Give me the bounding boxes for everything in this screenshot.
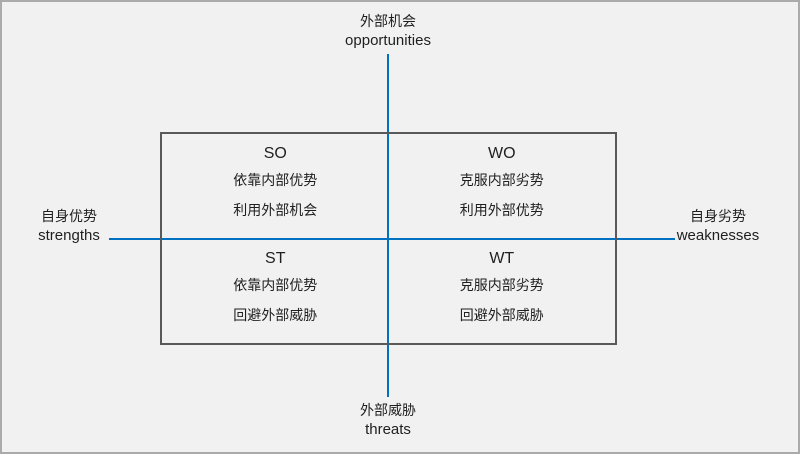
axis-label-threats: 外部威胁 threats <box>308 400 468 439</box>
quadrant-title: SO <box>263 145 287 162</box>
vertical-axis-line <box>387 54 389 397</box>
quadrant-st: ST 依靠内部优势 回避外部威胁 <box>162 239 389 344</box>
axis-label-zh: 外部威胁 <box>360 402 416 418</box>
quadrant-strategy-line: 依靠内部优势 <box>233 276 318 293</box>
quadrant-strategy-line: 利用外部优势 <box>459 202 544 218</box>
quadrant-strategy-line: 利用外部机会 <box>233 202 318 218</box>
swot-matrix-box: SO 依靠内部优势 利用外部机会 WO 克服内部劣势 利用外部优势 ST 依靠内… <box>160 132 617 345</box>
axis-label-en: threats <box>365 421 411 438</box>
axis-label-zh: 自身优势 <box>41 208 97 224</box>
quadrant-strategy-line: 克服内部劣势 <box>459 276 544 293</box>
axis-label-en: opportunities <box>345 32 431 49</box>
axis-label-zh: 外部机会 <box>360 13 416 29</box>
axis-label-strengths: 自身优势 strengths <box>24 206 114 245</box>
quadrant-wt: WT 克服内部劣势 回避外部威胁 <box>389 239 616 344</box>
quadrant-strategy-line: 回避外部威胁 <box>459 306 544 323</box>
axis-label-en: weaknesses <box>676 227 760 244</box>
horizontal-axis-line <box>109 238 675 240</box>
quadrant-title: WO <box>487 145 516 162</box>
axis-label-opportunities: 外部机会 opportunities <box>308 11 468 50</box>
quadrant-strategy-line: 回避外部威胁 <box>233 306 318 323</box>
quadrant-strategy-line: 依靠内部优势 <box>233 172 318 188</box>
quadrant-so: SO 依靠内部优势 利用外部机会 <box>162 134 389 239</box>
quadrant-wo: WO 克服内部劣势 利用外部优势 <box>389 134 616 239</box>
axis-label-weaknesses: 自身劣势 weaknesses <box>670 206 766 245</box>
quadrant-strategy-line: 克服内部劣势 <box>459 172 544 188</box>
quadrant-title: WT <box>489 249 515 267</box>
axis-label-en: strengths <box>38 227 100 244</box>
quadrant-title: ST <box>265 249 286 267</box>
axis-label-zh: 自身劣势 <box>690 208 746 224</box>
